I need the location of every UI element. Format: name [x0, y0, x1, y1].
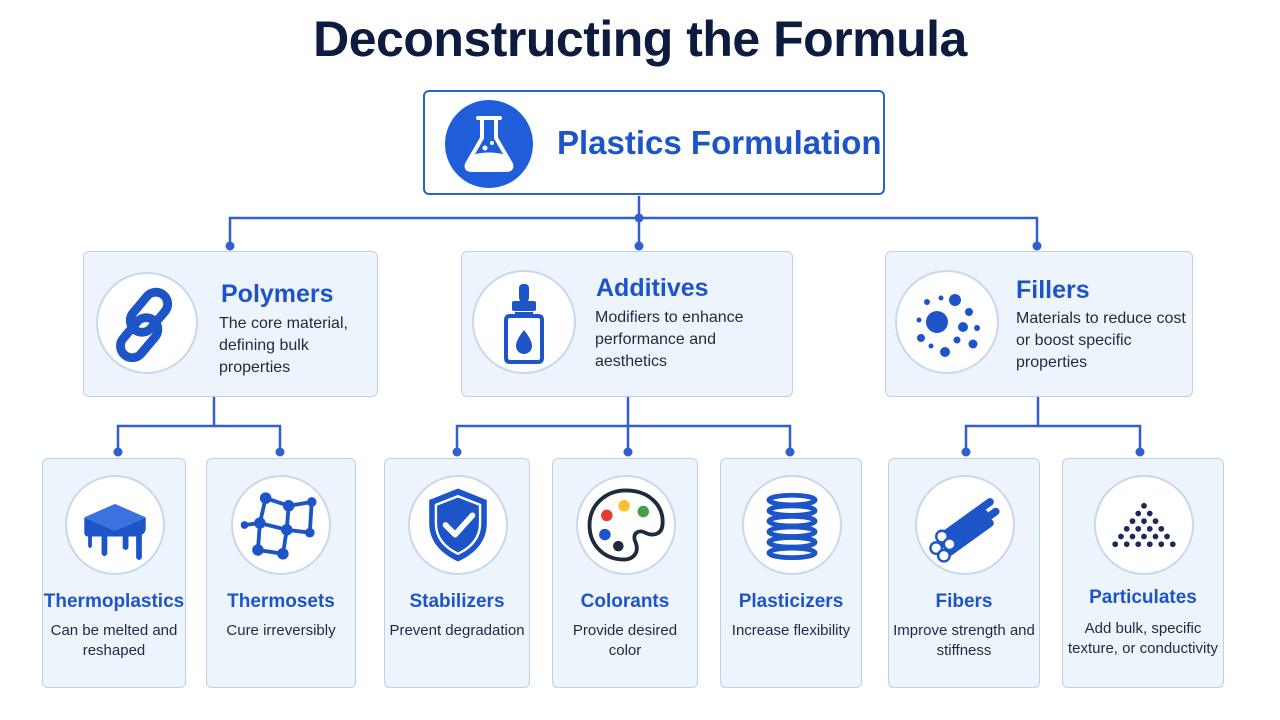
- root-node: Plastics Formulation: [423, 90, 885, 195]
- dropper-bottle-icon: [472, 270, 576, 374]
- chain-link-icon: [96, 272, 198, 374]
- leaf-card-fibers: Fibers Improve strength and stiffness: [888, 458, 1040, 688]
- category-description: The core material, defining bulk propert…: [219, 315, 348, 376]
- melting-block-icon: [65, 475, 165, 575]
- category-description: Materials to reduce cost or boost specif…: [1016, 310, 1186, 371]
- leaf-description: Provide desired color: [572, 622, 678, 659]
- leaf-card-thermosets: Thermosets Cure irreversibly: [206, 458, 356, 688]
- spring-coil-icon: [742, 475, 842, 575]
- leaf-title: Stabilizers: [409, 591, 505, 612]
- leaf-card-stabilizers: Stabilizers Prevent degradation: [384, 458, 530, 688]
- leaf-title: Plasticizers: [738, 591, 844, 612]
- category-card-fillers: Fillers Materials to reduce cost or boos…: [885, 251, 1193, 397]
- fiber-bundle-icon: [915, 475, 1015, 575]
- leaf-description: Add bulk, specific texture, or conductiv…: [1067, 620, 1219, 657]
- leaf-card-thermoplastics: Thermoplastics Can be melted and reshape…: [42, 458, 186, 688]
- category-description: Modifiers to enhance performance and aes…: [595, 309, 744, 370]
- category-card-additives: Additives Modifiers to enhance performan…: [461, 251, 793, 397]
- leaf-card-plasticizers: Plasticizers Increase flexibility: [720, 458, 862, 688]
- flask-icon: [445, 100, 533, 188]
- category-card-polymers: Polymers The core material, defining bul…: [83, 251, 378, 397]
- leaf-title: Thermosets: [227, 591, 335, 612]
- particle-pile-icon: [1094, 475, 1194, 575]
- molecular-network-icon: [231, 475, 331, 575]
- paint-palette-icon: [576, 475, 676, 575]
- leaf-title: Fibers: [935, 591, 993, 612]
- page-title: Deconstructing the Formula: [313, 11, 967, 67]
- leaf-card-particulates: Particulates Add bulk, specific texture,…: [1062, 458, 1224, 688]
- leaf-title: Particulates: [1089, 587, 1197, 608]
- shield-check-icon: [408, 475, 508, 575]
- leaf-description: Improve strength and stiffness: [893, 622, 1035, 659]
- category-title: Additives: [596, 274, 709, 302]
- leaf-description: Increase flexibility: [731, 622, 851, 639]
- leaf-title: Thermoplastics: [43, 591, 185, 612]
- category-title: Fillers: [1016, 276, 1090, 304]
- leaf-title: Colorants: [580, 591, 670, 612]
- scattered-particles-icon: [895, 270, 999, 374]
- root-label: Plastics Formulation: [557, 124, 882, 161]
- leaf-description: Prevent degradation: [389, 622, 525, 639]
- leaf-card-colorants: Colorants Provide desired color: [552, 458, 698, 688]
- leaf-description: Can be melted and reshaped: [50, 622, 178, 659]
- leaf-description: Cure irreversibly: [226, 622, 336, 639]
- category-title: Polymers: [221, 280, 334, 308]
